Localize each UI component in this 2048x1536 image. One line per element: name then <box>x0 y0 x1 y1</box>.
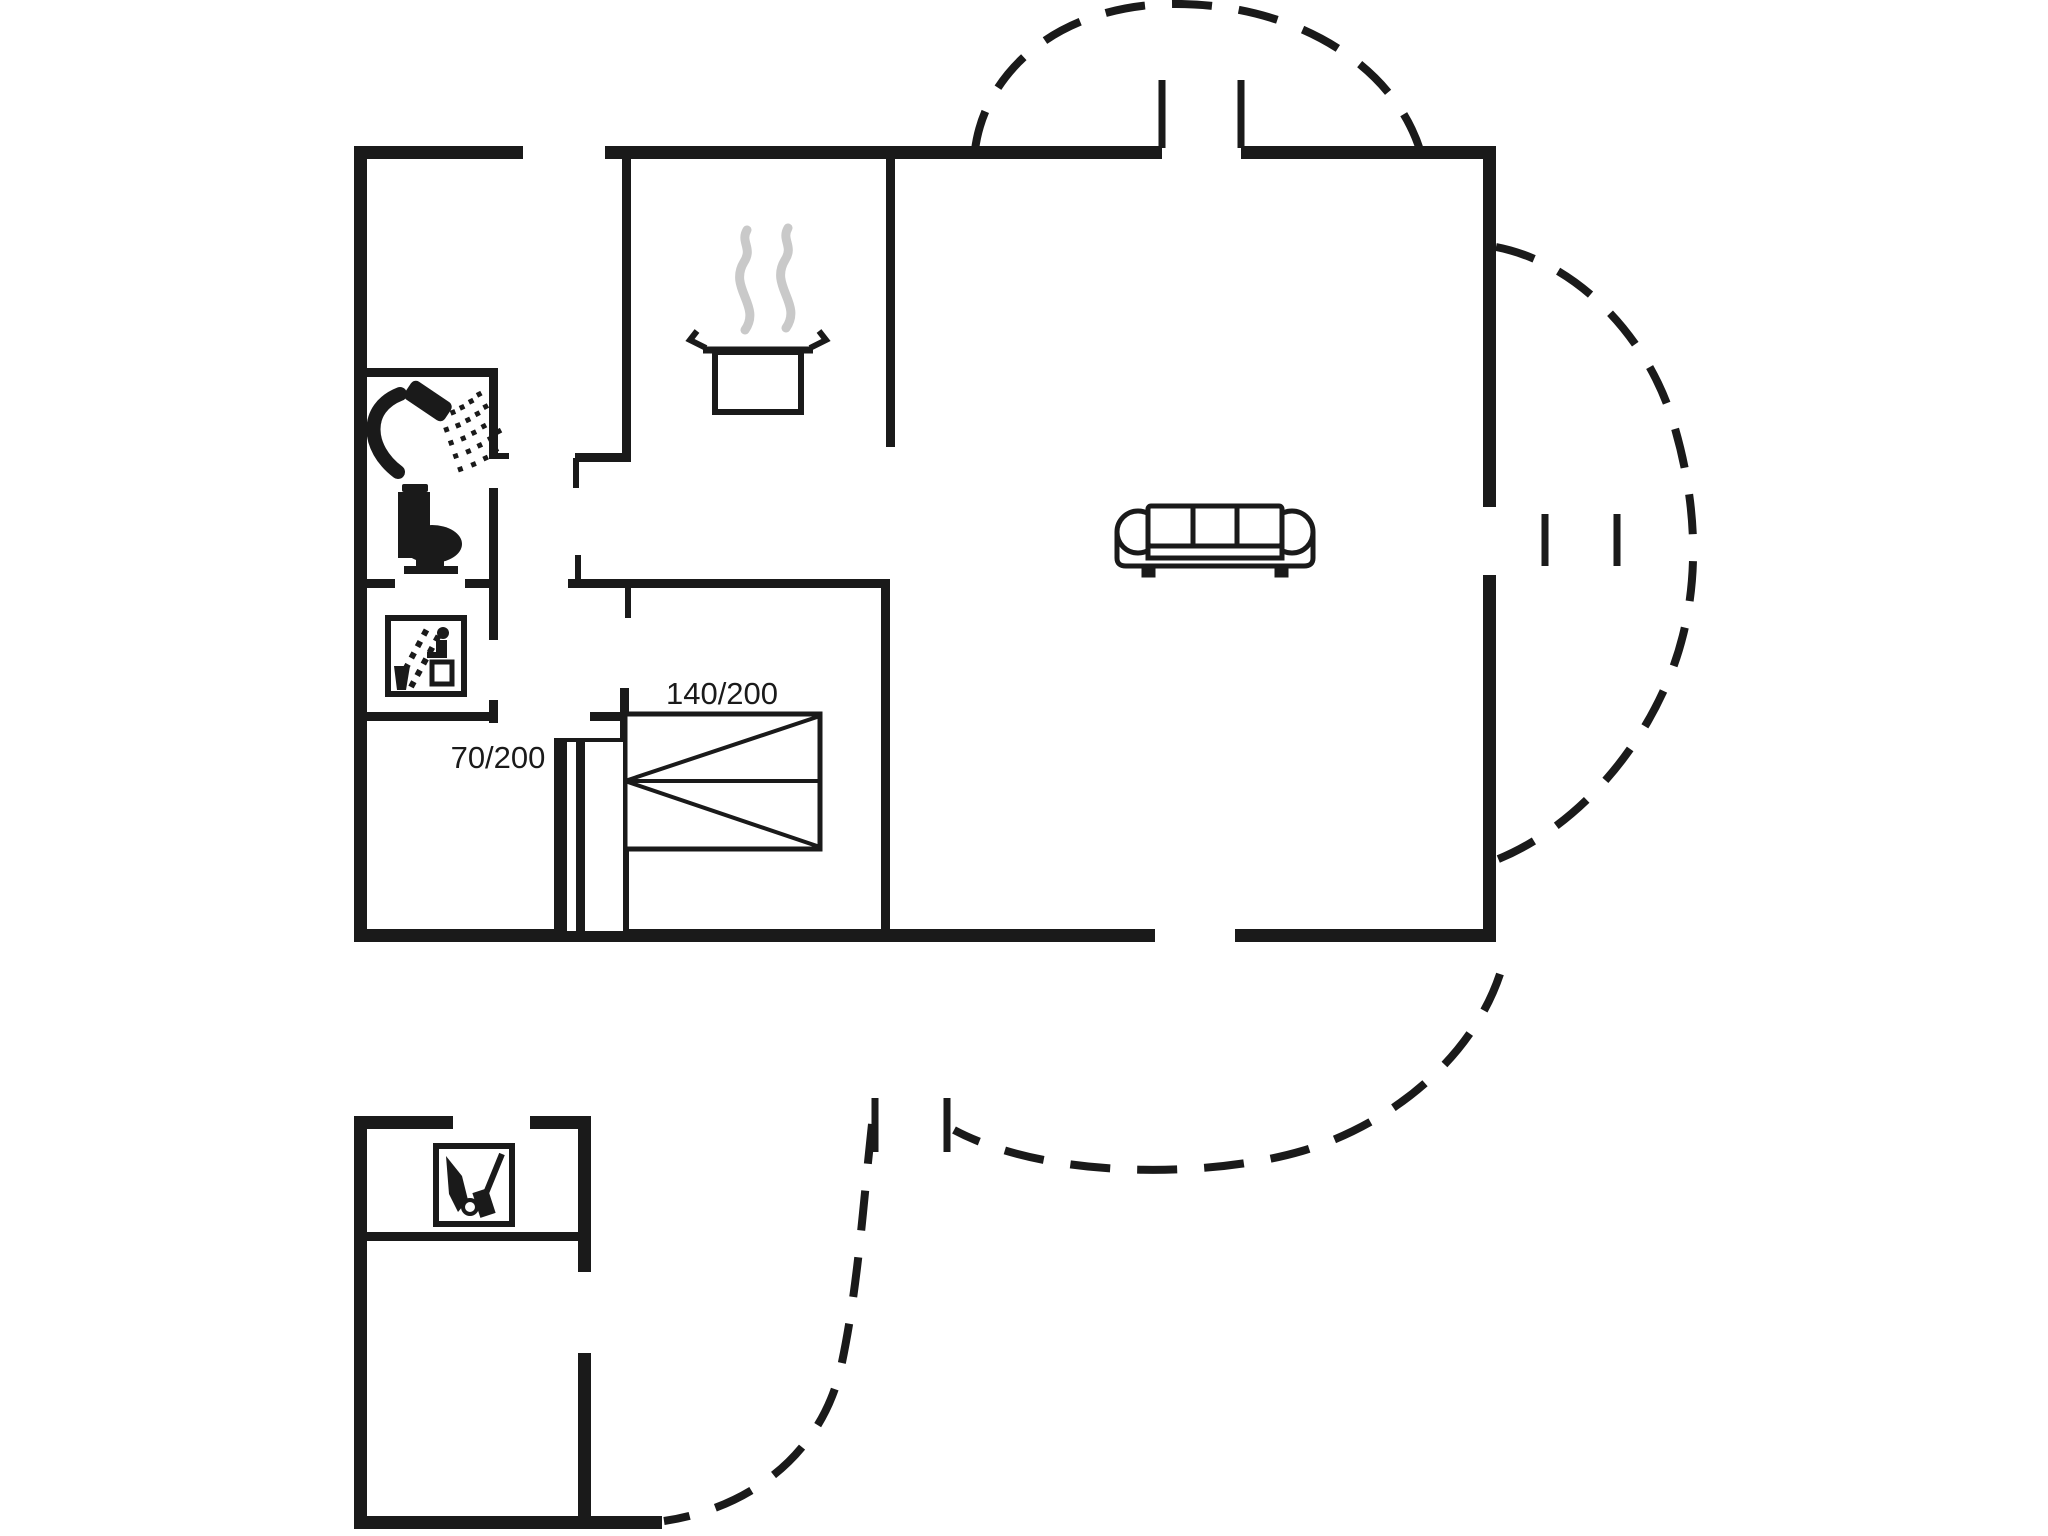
wall-segment <box>489 368 498 458</box>
sauna-bench <box>429 659 455 687</box>
shower-icon <box>366 380 507 479</box>
wall-segment <box>591 1516 662 1529</box>
terrace-oval-right <box>1494 243 1698 864</box>
single-bed-size-label: 70/200 <box>451 740 546 775</box>
annex-walls <box>354 1116 662 1529</box>
sofa-foot <box>1274 563 1289 578</box>
wall-segment <box>575 453 631 462</box>
wall-segment <box>1483 575 1496 942</box>
double-bed-diagonal <box>624 779 821 849</box>
wall-segment <box>578 1116 591 1272</box>
double-bed-size-label: 140/200 <box>666 676 778 711</box>
sauna-bucket <box>394 666 410 690</box>
wall-segment <box>568 579 890 588</box>
wall-segment <box>886 158 895 447</box>
toilet-icon <box>398 484 462 574</box>
wall-segment <box>1235 929 1496 942</box>
wall-segment <box>354 146 367 942</box>
shower-head <box>404 380 452 422</box>
tool-spade <box>446 1156 468 1212</box>
pot-body <box>712 349 804 415</box>
wall-segment <box>1483 146 1496 507</box>
garden-tools-icon <box>433 1143 515 1227</box>
toilet-bowl <box>398 528 422 558</box>
wall-segment <box>605 146 1162 159</box>
wall-segment <box>354 1116 367 1529</box>
sofa-icon <box>1114 503 1316 578</box>
single-bed-bar <box>576 742 585 931</box>
cooking-pot-icon <box>685 223 831 415</box>
wall-segment <box>489 700 498 723</box>
pot-handle <box>685 329 708 351</box>
wall-segment <box>465 579 497 588</box>
terrace-arch-top <box>971 0 1424 152</box>
wall-segment <box>360 712 497 721</box>
wall-segment <box>1241 146 1496 159</box>
pot-handle <box>808 329 831 351</box>
single-bed-bar <box>558 742 567 931</box>
tool-wheel <box>461 1198 479 1216</box>
door-jamb <box>489 453 509 459</box>
terrace-curve-bottom-left <box>663 1123 876 1525</box>
wall-segment <box>530 1116 591 1129</box>
shower-arm <box>366 387 407 479</box>
door-jamb <box>573 458 579 488</box>
sauna-person-body <box>436 640 447 658</box>
wall-segment <box>354 146 523 159</box>
toilet-pedestal <box>416 556 444 568</box>
sauna-person-leg <box>427 652 439 658</box>
sofa-back-cushions <box>1145 503 1285 549</box>
door-jamb <box>625 588 631 618</box>
terrace-curve-bottom-right <box>952 972 1504 1174</box>
wall-segment <box>578 1353 591 1529</box>
wall-segment <box>354 929 1155 942</box>
toilet-lid <box>402 484 428 492</box>
wall-segment <box>360 579 395 588</box>
wall-segment <box>622 158 631 458</box>
wall-segment <box>366 1232 578 1241</box>
wall-segment <box>881 588 890 930</box>
toilet-base <box>404 566 458 574</box>
terrace-outlines <box>663 0 1698 1525</box>
main-house-walls <box>354 146 1496 942</box>
sofa-seat <box>1145 543 1285 561</box>
shower-spray <box>438 390 507 475</box>
single-bed-outline <box>554 738 627 935</box>
wall-segment <box>354 1516 591 1529</box>
single-bed-icon <box>554 738 627 935</box>
double-bed-icon <box>622 711 823 852</box>
sauna-person-head <box>437 627 449 639</box>
double-bed-diagonal <box>624 714 821 783</box>
wall-segment <box>489 488 498 640</box>
door-jamb <box>575 555 581 583</box>
wall-segment <box>354 1116 453 1129</box>
sauna-steam-dots <box>396 627 442 689</box>
wall-segment <box>366 368 497 377</box>
sofa-foot <box>1141 563 1156 578</box>
steam-icon <box>735 225 755 335</box>
sofa-body <box>1114 532 1316 569</box>
steam-icon <box>776 223 796 333</box>
sauna-icon <box>385 615 467 697</box>
wall-segment <box>590 712 631 721</box>
door-markers <box>871 80 1621 1152</box>
